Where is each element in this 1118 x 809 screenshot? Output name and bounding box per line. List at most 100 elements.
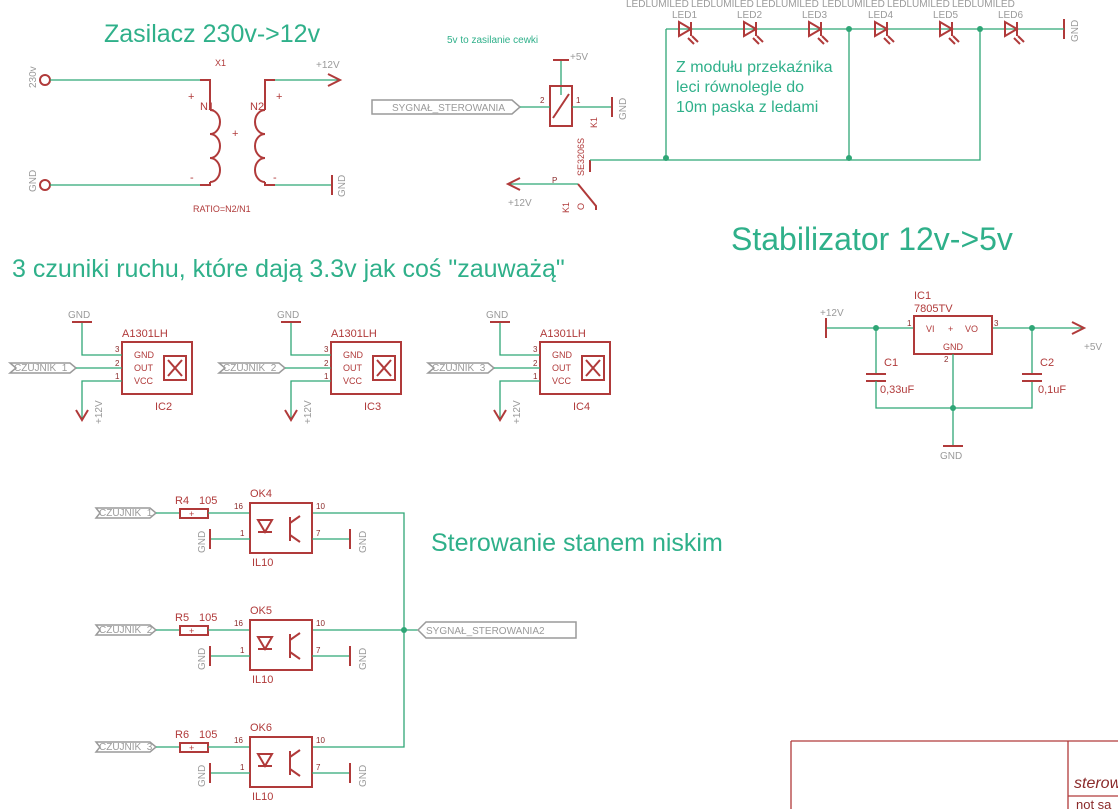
sensor-element bbox=[163, 355, 187, 381]
pin-7: 7 bbox=[316, 763, 321, 772]
opto-net-label: CZUJNIK_2 bbox=[99, 625, 153, 636]
sensor-gnd-label: GND bbox=[486, 310, 508, 321]
gnd-left-label: GND bbox=[197, 648, 208, 670]
led-triangle bbox=[1004, 20, 1019, 38]
ic1-part: 7805TV bbox=[914, 303, 953, 315]
opto-body bbox=[249, 502, 313, 554]
resistor-name: R4 bbox=[175, 495, 189, 507]
led-ray bbox=[887, 35, 895, 43]
relay-name: K1 bbox=[589, 117, 599, 128]
pin-1: 1 bbox=[240, 646, 245, 655]
resistor-value: 105 bbox=[199, 612, 217, 624]
pin-7: 7 bbox=[316, 646, 321, 655]
stabilizer-title: Stabilizator 12v->5v bbox=[731, 221, 1013, 257]
opto-emitter bbox=[289, 651, 301, 660]
led-name-label: LED4 bbox=[868, 10, 893, 21]
label-gnd-in: GND bbox=[28, 170, 39, 192]
resistor-plus: + bbox=[189, 743, 194, 753]
opto-net-flag bbox=[94, 741, 158, 753]
flag-control-signal-2 bbox=[416, 621, 577, 639]
svg-text:VI: VI bbox=[926, 324, 935, 334]
sensor-element bbox=[372, 355, 396, 381]
frame-title: sterow bbox=[1074, 775, 1118, 792]
sensor-pin-gnd: GND bbox=[343, 350, 364, 360]
sensor-cross bbox=[585, 359, 601, 377]
svg-text:2: 2 bbox=[540, 96, 545, 105]
opto-led bbox=[256, 753, 274, 768]
vcc-arrow bbox=[284, 409, 298, 422]
pin-3: 3 bbox=[533, 345, 538, 354]
n1-plus: + bbox=[188, 91, 194, 103]
sensor-pin-vcc: VCC bbox=[552, 376, 572, 386]
label-12v-relay: +12V bbox=[508, 198, 532, 209]
n1-label: N1 bbox=[200, 101, 214, 113]
relay-name-2: K1 bbox=[561, 202, 571, 213]
led-value-label: LEDLUMILED bbox=[691, 0, 754, 10]
led-name-label: LED3 bbox=[802, 10, 827, 21]
label-gnd-leds: GND bbox=[1070, 20, 1081, 42]
pin-10: 10 bbox=[316, 619, 325, 628]
n1-minus: - bbox=[190, 172, 194, 184]
led-value-label: LEDLUMILED bbox=[887, 0, 950, 10]
c1-name: C1 bbox=[884, 357, 898, 369]
label-5v-coil: +5V bbox=[570, 52, 588, 63]
led-name-label: LED5 bbox=[933, 10, 958, 21]
svg-text:S: S bbox=[576, 170, 586, 176]
sensor-pin-out: OUT bbox=[552, 363, 572, 373]
svg-text:2: 2 bbox=[944, 355, 949, 364]
opto-emitter bbox=[289, 534, 301, 543]
sensor-pin-out: OUT bbox=[134, 363, 154, 373]
pin-7: 7 bbox=[316, 529, 321, 538]
opto-collector bbox=[289, 515, 301, 524]
opto-name: OK5 bbox=[250, 605, 272, 617]
opto-part: IL10 bbox=[252, 674, 273, 686]
led-value-label: LEDLUMILED bbox=[822, 0, 885, 10]
led-triangle bbox=[743, 20, 758, 38]
n2-minus: - bbox=[273, 172, 277, 184]
led-chain: GND LEDLUMILEDLED1LEDLUMILEDLED2LEDLUMIL… bbox=[626, 0, 1081, 161]
pin-16: 16 bbox=[234, 502, 243, 511]
led-ray bbox=[1013, 37, 1021, 45]
sensor-pin-gnd: GND bbox=[134, 350, 155, 360]
relay-k1: 5v to zasilanie cewki +5V SYGNAŁ_STEROWA… bbox=[371, 29, 981, 213]
pin-16: 16 bbox=[234, 736, 243, 745]
opto-net-label: CZUJNIK_1 bbox=[99, 508, 153, 519]
pin-1: 1 bbox=[240, 529, 245, 538]
pin-1: 1 bbox=[115, 372, 120, 381]
sensor-vcc-label: +12V bbox=[94, 400, 105, 424]
label-12v-reg: +12V bbox=[820, 308, 844, 319]
sensor-gnd-label: GND bbox=[277, 310, 299, 321]
coil-note: 5v to zasilanie cewki bbox=[447, 35, 538, 46]
sensor-net-flag bbox=[425, 362, 496, 374]
label-5v-reg: +5V bbox=[1084, 342, 1102, 353]
vcc-arrow bbox=[493, 409, 507, 422]
opto-net-flag bbox=[94, 507, 158, 519]
svg-text:GND: GND bbox=[943, 342, 964, 352]
led-name-label: LED6 bbox=[998, 10, 1023, 21]
sensor-gnd-label: GND bbox=[68, 310, 90, 321]
relay-module-note-3: 10m paska z ledami bbox=[676, 99, 818, 116]
sensor-body bbox=[539, 341, 611, 395]
svg-text:P: P bbox=[552, 176, 557, 185]
opto-body bbox=[249, 736, 313, 788]
opto-column: SYGNAŁ_STEROWANIA2 CZUJNIK_1 + R4 105 OK4IL1… bbox=[94, 488, 577, 803]
opto-led bbox=[256, 636, 274, 651]
sensor-net-label: CZUJNIK_1 bbox=[14, 363, 68, 374]
pin-1: 1 bbox=[533, 372, 538, 381]
svg-text:3: 3 bbox=[994, 319, 999, 328]
opto-name: OK4 bbox=[250, 488, 272, 500]
flag-control2-label: SYGNAŁ_STEROWANIA2 bbox=[426, 626, 545, 637]
pin-10: 10 bbox=[316, 736, 325, 745]
wire-vcc bbox=[290, 380, 331, 418]
label-gnd-coil: GND bbox=[618, 98, 629, 120]
led-triangle bbox=[678, 20, 693, 38]
